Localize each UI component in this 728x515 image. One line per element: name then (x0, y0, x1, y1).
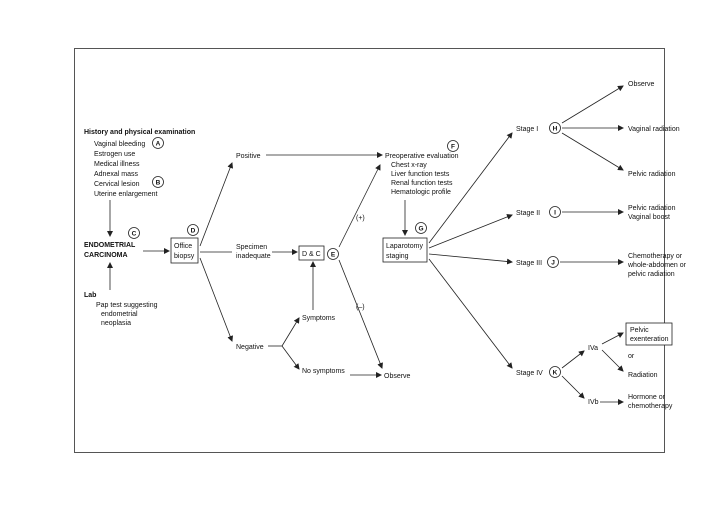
marker-a: A (152, 137, 164, 149)
minus-label: (–) (356, 304, 365, 311)
svg-text:I: I (554, 210, 556, 217)
laparotomy-line2: staging (386, 253, 409, 260)
marker-d: D (187, 224, 199, 236)
office-biopsy-line2: biopsy (174, 253, 195, 260)
pelvic-exenteration-line2: exenteration (630, 336, 669, 343)
or-label: or (628, 353, 635, 360)
pelvic-exenteration-box (625, 322, 673, 346)
laparotomy-box (382, 237, 428, 263)
marker-f: F (447, 140, 459, 152)
preop-item: Liver function tests (391, 171, 450, 178)
history-item: Vaginal bleeding (94, 141, 145, 148)
stage-2-label: Stage II (516, 210, 540, 217)
stage3-treatment-line: pelvic radiation (628, 271, 675, 278)
negative-label: Negative (236, 344, 264, 351)
observe-middle-label: Observe (384, 373, 411, 380)
history-title: History and physical examination (84, 129, 195, 136)
observe-stage1: Observe (628, 81, 655, 88)
vaginal-radiation-label: Vaginal radiation (628, 126, 680, 133)
endometrial-carcinoma-line1: ENDOMETRIAL (84, 242, 136, 249)
stage3-treatment-line: Chemotherapy or (628, 253, 683, 260)
iva-label: IVa (588, 345, 598, 352)
connectors (107, 85, 624, 405)
svg-text:J: J (551, 260, 555, 267)
positive-label: Positive (236, 153, 261, 160)
stage2-treatment-line2: Vaginal boost (628, 214, 670, 221)
marker-j: J (547, 256, 559, 268)
lab-line: neoplasia (101, 320, 131, 327)
history-item: Uterine enlargement (94, 191, 157, 198)
history-item: Adnexal mass (94, 171, 138, 178)
history-item: Medical illness (94, 161, 140, 168)
history-item: Cervical lesion (94, 181, 140, 188)
preop-item: Chest x-ray (391, 162, 427, 169)
lab-title: Lab (84, 292, 96, 299)
hormone-line2: chemotherapy (628, 403, 673, 410)
endometrial-carcinoma-line2: CARCINOMA (84, 252, 128, 259)
stage-1-label: Stage I (516, 126, 538, 133)
marker-e: E (327, 248, 339, 260)
svg-text:G: G (418, 226, 423, 233)
stage2-treatment-line1: Pelvic radiation (628, 205, 676, 212)
dc-label: D & C (302, 251, 321, 258)
pelvic-exenteration-line1: Pelvic (630, 327, 649, 334)
hormone-line1: Hormone or (628, 394, 666, 401)
marker-g: G (415, 222, 427, 234)
preop-title: Preoperative evaluation (385, 153, 459, 160)
lab-line: Pap test suggesting (96, 302, 158, 309)
laparotomy-line1: Laparotomy (386, 243, 423, 250)
svg-text:E: E (331, 252, 336, 259)
office-biopsy-box (170, 237, 199, 264)
radiation-label: Radiation (628, 372, 658, 379)
ivb-label: IVb (588, 399, 599, 406)
svg-text:A: A (156, 141, 161, 148)
diagram-frame (74, 48, 665, 453)
preop-item: Hematologic profile (391, 189, 451, 196)
dc-box (298, 245, 325, 261)
svg-text:B: B (156, 180, 161, 187)
specimen-line1: Specimen (236, 244, 267, 251)
specimen-line2: inadequate (236, 253, 271, 260)
marker-b: B (152, 176, 164, 188)
stage-3-label: Stage III (516, 260, 542, 267)
marker-k: K (549, 366, 561, 378)
history-item: Estrogen use (94, 151, 135, 158)
plus-label: (+) (356, 215, 365, 222)
lab-line: endometrial (101, 311, 138, 318)
svg-text:C: C (132, 231, 137, 238)
no-symptoms-label: No symptoms (302, 368, 345, 375)
svg-text:F: F (451, 144, 455, 151)
preop-item: Renal function tests (391, 180, 453, 187)
svg-text:K: K (553, 370, 558, 377)
symptoms-label: Symptoms (302, 315, 336, 322)
marker-h: H (549, 122, 561, 134)
pelvic-radiation-label: Pelvic radiation (628, 171, 676, 178)
marker-c: C (128, 227, 140, 239)
marker-i: I (549, 206, 561, 218)
svg-text:D: D (191, 228, 196, 235)
office-biopsy-line1: Office (174, 243, 192, 250)
svg-text:H: H (553, 126, 558, 133)
stage-4-label: Stage IV (516, 370, 543, 377)
stage3-treatment-line: whole-abdomen or (627, 262, 687, 269)
